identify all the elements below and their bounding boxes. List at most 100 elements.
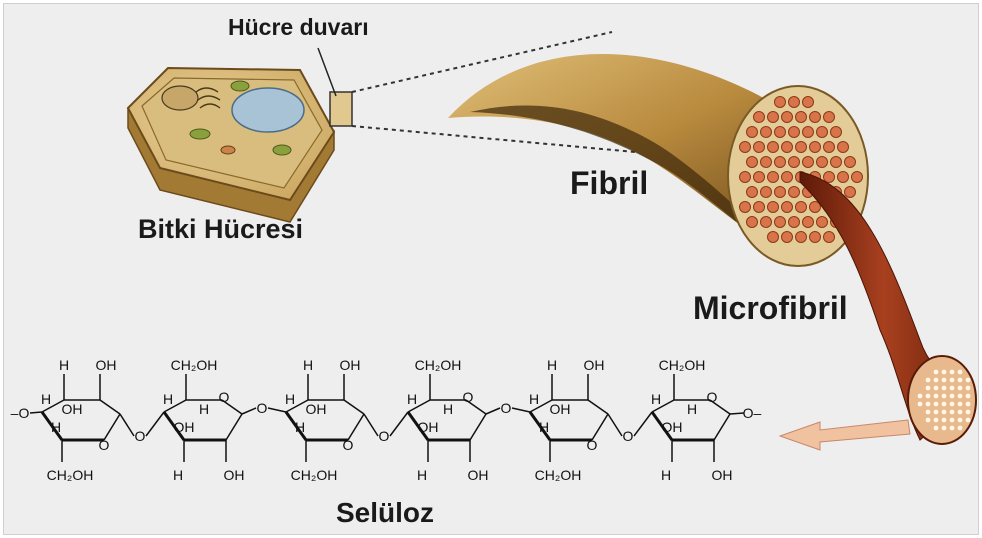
bond bbox=[30, 412, 42, 413]
chem-h-label: H bbox=[407, 391, 417, 407]
fibril-dot bbox=[789, 157, 800, 168]
fibril-dot bbox=[782, 172, 793, 183]
microfibril-dot bbox=[950, 370, 955, 375]
fibril-dot bbox=[782, 232, 793, 243]
bond bbox=[714, 414, 730, 440]
chem-h-label: H bbox=[173, 467, 183, 483]
fibril-dot bbox=[838, 172, 849, 183]
fibril-dot bbox=[789, 97, 800, 108]
fibril-dot bbox=[775, 187, 786, 198]
bond bbox=[512, 408, 530, 412]
microfibril-dot bbox=[926, 402, 931, 407]
fibril-dot bbox=[782, 112, 793, 123]
chem-h-label: H bbox=[285, 391, 295, 407]
fibril-dot bbox=[775, 127, 786, 138]
chain-start-label: –O bbox=[11, 405, 30, 421]
fibril-dot bbox=[740, 172, 751, 183]
fibril-dot bbox=[754, 172, 765, 183]
chain-end-label: O– bbox=[743, 405, 762, 421]
chem-ch2oh-label: CH₂OH bbox=[291, 467, 338, 483]
chem-h-label: H bbox=[295, 419, 305, 435]
fibril-label: Fibril bbox=[570, 165, 648, 202]
fibril-dot bbox=[831, 157, 842, 168]
fibril-dot bbox=[754, 202, 765, 213]
bond bbox=[634, 412, 652, 436]
bond bbox=[730, 413, 744, 414]
microfibril-dot bbox=[934, 386, 939, 391]
chem-oh-label: OH bbox=[468, 467, 489, 483]
microfibril-dot bbox=[950, 378, 955, 383]
microfibril-dot bbox=[934, 378, 939, 383]
chem-ch2oh-label: CH₂OH bbox=[659, 357, 706, 373]
microfibril-dot bbox=[942, 386, 947, 391]
microfibril-dot bbox=[966, 410, 971, 415]
microfibril-dot bbox=[926, 378, 931, 383]
fibril-dot bbox=[817, 127, 828, 138]
chem-h-label: H bbox=[539, 419, 549, 435]
fibril-dot bbox=[803, 217, 814, 228]
chloroplast bbox=[231, 81, 249, 91]
fibril-dot bbox=[768, 112, 779, 123]
fibril-dot bbox=[817, 217, 828, 228]
microfibril-dot bbox=[926, 418, 931, 423]
microfibril-dot bbox=[966, 378, 971, 383]
chem-o-label: O bbox=[463, 389, 474, 405]
microfibril-dot bbox=[934, 402, 939, 407]
chem-h-label: H bbox=[529, 391, 539, 407]
bond bbox=[242, 408, 256, 414]
cellulose-label: Selüloz bbox=[336, 497, 434, 529]
fibril-dot bbox=[761, 127, 772, 138]
microfibril-dot bbox=[942, 378, 947, 383]
fibril-dot bbox=[796, 142, 807, 153]
fibril-dot bbox=[789, 187, 800, 198]
plant-cell-label: Bitki Hücresi bbox=[138, 214, 303, 245]
microfibril-dot bbox=[958, 410, 963, 415]
microfibril-dot bbox=[958, 386, 963, 391]
fibril-dot bbox=[754, 142, 765, 153]
microfibril-dot bbox=[958, 378, 963, 383]
fibril-dot bbox=[747, 157, 758, 168]
fibril-dot bbox=[796, 202, 807, 213]
microfibril-dot bbox=[958, 394, 963, 399]
microfibril-dot bbox=[926, 394, 931, 399]
fibril-dot bbox=[796, 232, 807, 243]
chem-o-label: O bbox=[219, 389, 230, 405]
chem-o-label: O bbox=[343, 437, 354, 453]
vacuole bbox=[232, 88, 304, 132]
chem-o-label: O bbox=[501, 400, 512, 416]
chem-oh-label: OH bbox=[550, 401, 571, 417]
microfibril-dot bbox=[934, 426, 939, 431]
chem-oh-label: OH bbox=[96, 357, 117, 373]
chem-h-label: H bbox=[547, 357, 557, 373]
bond bbox=[390, 412, 408, 436]
chloroplast bbox=[190, 129, 210, 139]
fibril-dot bbox=[845, 187, 856, 198]
chem-oh-label: OH bbox=[662, 419, 683, 435]
microfibril-dot bbox=[926, 410, 931, 415]
pointer-arrow bbox=[780, 420, 910, 450]
microfibril-dot bbox=[958, 426, 963, 431]
fibril-dot bbox=[782, 142, 793, 153]
chem-o-label: O bbox=[257, 400, 268, 416]
cellulose-chain: OHOHCH₂OHHOHHOOCH₂OHHHOHHOHOOHOHCH₂OHHOH… bbox=[11, 357, 762, 483]
microfibril-dot bbox=[934, 370, 939, 375]
microfibril-dot bbox=[950, 426, 955, 431]
microfibril-dot bbox=[958, 418, 963, 423]
fibril-dot bbox=[761, 217, 772, 228]
microfibril-dot bbox=[942, 426, 947, 431]
fibril-dot bbox=[775, 217, 786, 228]
chem-ch2oh-label: CH₂OH bbox=[535, 467, 582, 483]
fibril-dot bbox=[747, 187, 758, 198]
bond bbox=[344, 400, 364, 414]
fibril-dot bbox=[789, 127, 800, 138]
chem-h-label: H bbox=[661, 467, 671, 483]
microfibril-cross-section bbox=[908, 356, 976, 444]
chem-oh-label: OH bbox=[306, 401, 327, 417]
chem-h-label: H bbox=[59, 357, 69, 373]
bond bbox=[470, 414, 486, 440]
microfibril-dot bbox=[926, 386, 931, 391]
chem-h-label: H bbox=[41, 391, 51, 407]
microfibril-dot bbox=[942, 410, 947, 415]
microfibril-dot bbox=[950, 418, 955, 423]
